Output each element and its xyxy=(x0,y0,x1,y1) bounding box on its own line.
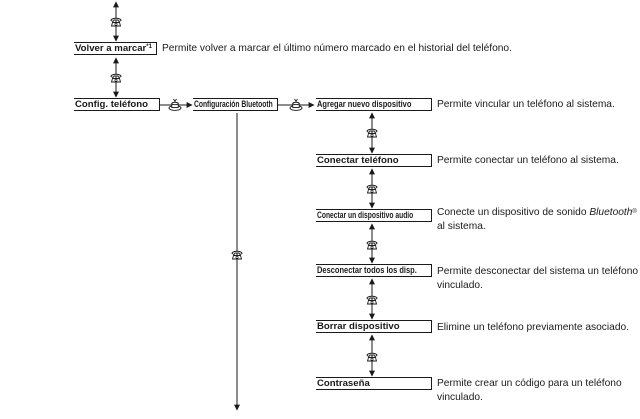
menu-label-disconnect-all: Desconectar todos los disp. xyxy=(317,265,417,276)
menu-label-delete-device: Borrar dispositivo xyxy=(317,321,400,332)
menu-desc-disconnect-all-line1: Permite desconectar del sistema un teléf… xyxy=(437,266,639,277)
menu-desc-connect-audio-text: Conecte un dispositivo de sonido xyxy=(437,207,590,218)
menu-label-connect-audio: Conectar un dispositivo audio xyxy=(317,210,414,221)
menu-box-connect-phone: Conectar teléfono xyxy=(316,154,432,167)
menu-label-bluetooth-setup: Configuración Bluetooth xyxy=(194,99,273,110)
menu-desc-disconnect-all-line2: vinculado. xyxy=(437,280,483,291)
phone-dial-icon xyxy=(366,352,378,362)
menu-desc-add-device: Permite vincular un teléfono al sistema. xyxy=(437,99,615,110)
footnote-marker: *1 xyxy=(146,44,152,50)
menu-desc-connect-audio-line2: al sistema. xyxy=(437,221,486,232)
phone-dial-icon xyxy=(110,73,122,83)
menu-desc-delete-device: Elimine un teléfono previamente asociado… xyxy=(437,322,629,333)
phone-dial-icon xyxy=(366,128,378,138)
menu-label-add-device: Agregar nuevo dispositivo xyxy=(317,99,412,110)
bluetooth-brand: Bluetooth xyxy=(589,207,633,218)
menu-label-connect-phone: Conectar teléfono xyxy=(317,155,399,166)
menu-desc-redial: Permite volver a marcar el último número… xyxy=(162,43,512,54)
registered-mark: ® xyxy=(632,209,637,215)
menu-box-bluetooth-setup: Configuración Bluetooth xyxy=(193,98,278,111)
phone-dial-icon xyxy=(110,17,122,27)
menu-label-passcode: Contraseña xyxy=(317,378,370,389)
menu-desc-connect-phone: Permite conectar un teléfono al sistema. xyxy=(437,155,619,166)
phone-dial-icon xyxy=(366,295,378,305)
menu-label-phone-setup: Config. teléfono xyxy=(75,99,149,110)
menu-box-passcode: Contraseña xyxy=(316,377,432,390)
menu-box-delete-device: Borrar dispositivo xyxy=(316,320,432,333)
menu-desc-passcode-line2: vinculado. xyxy=(437,392,483,403)
menu-box-redial: Volver a marcar*1 xyxy=(74,42,157,55)
menu-desc-passcode-line1: Permite crear un código para un teléfono xyxy=(437,378,622,389)
menu-box-add-device: Agregar nuevo dispositivo xyxy=(316,98,432,111)
phone-dial-icon xyxy=(231,250,243,260)
menu-box-connect-audio: Conectar un dispositivo audio xyxy=(316,209,432,222)
menu-box-phone-setup: Config. teléfono xyxy=(74,98,160,111)
menu-box-disconnect-all: Desconectar todos los disp. xyxy=(316,264,432,277)
phone-dial-icon xyxy=(366,184,378,194)
phone-dial-icon xyxy=(366,240,378,250)
menu-label-redial: Volver a marcar xyxy=(75,43,147,54)
menu-desc-connect-audio-line1: Conecte un dispositivo de sonido Bluetoo… xyxy=(437,206,637,220)
